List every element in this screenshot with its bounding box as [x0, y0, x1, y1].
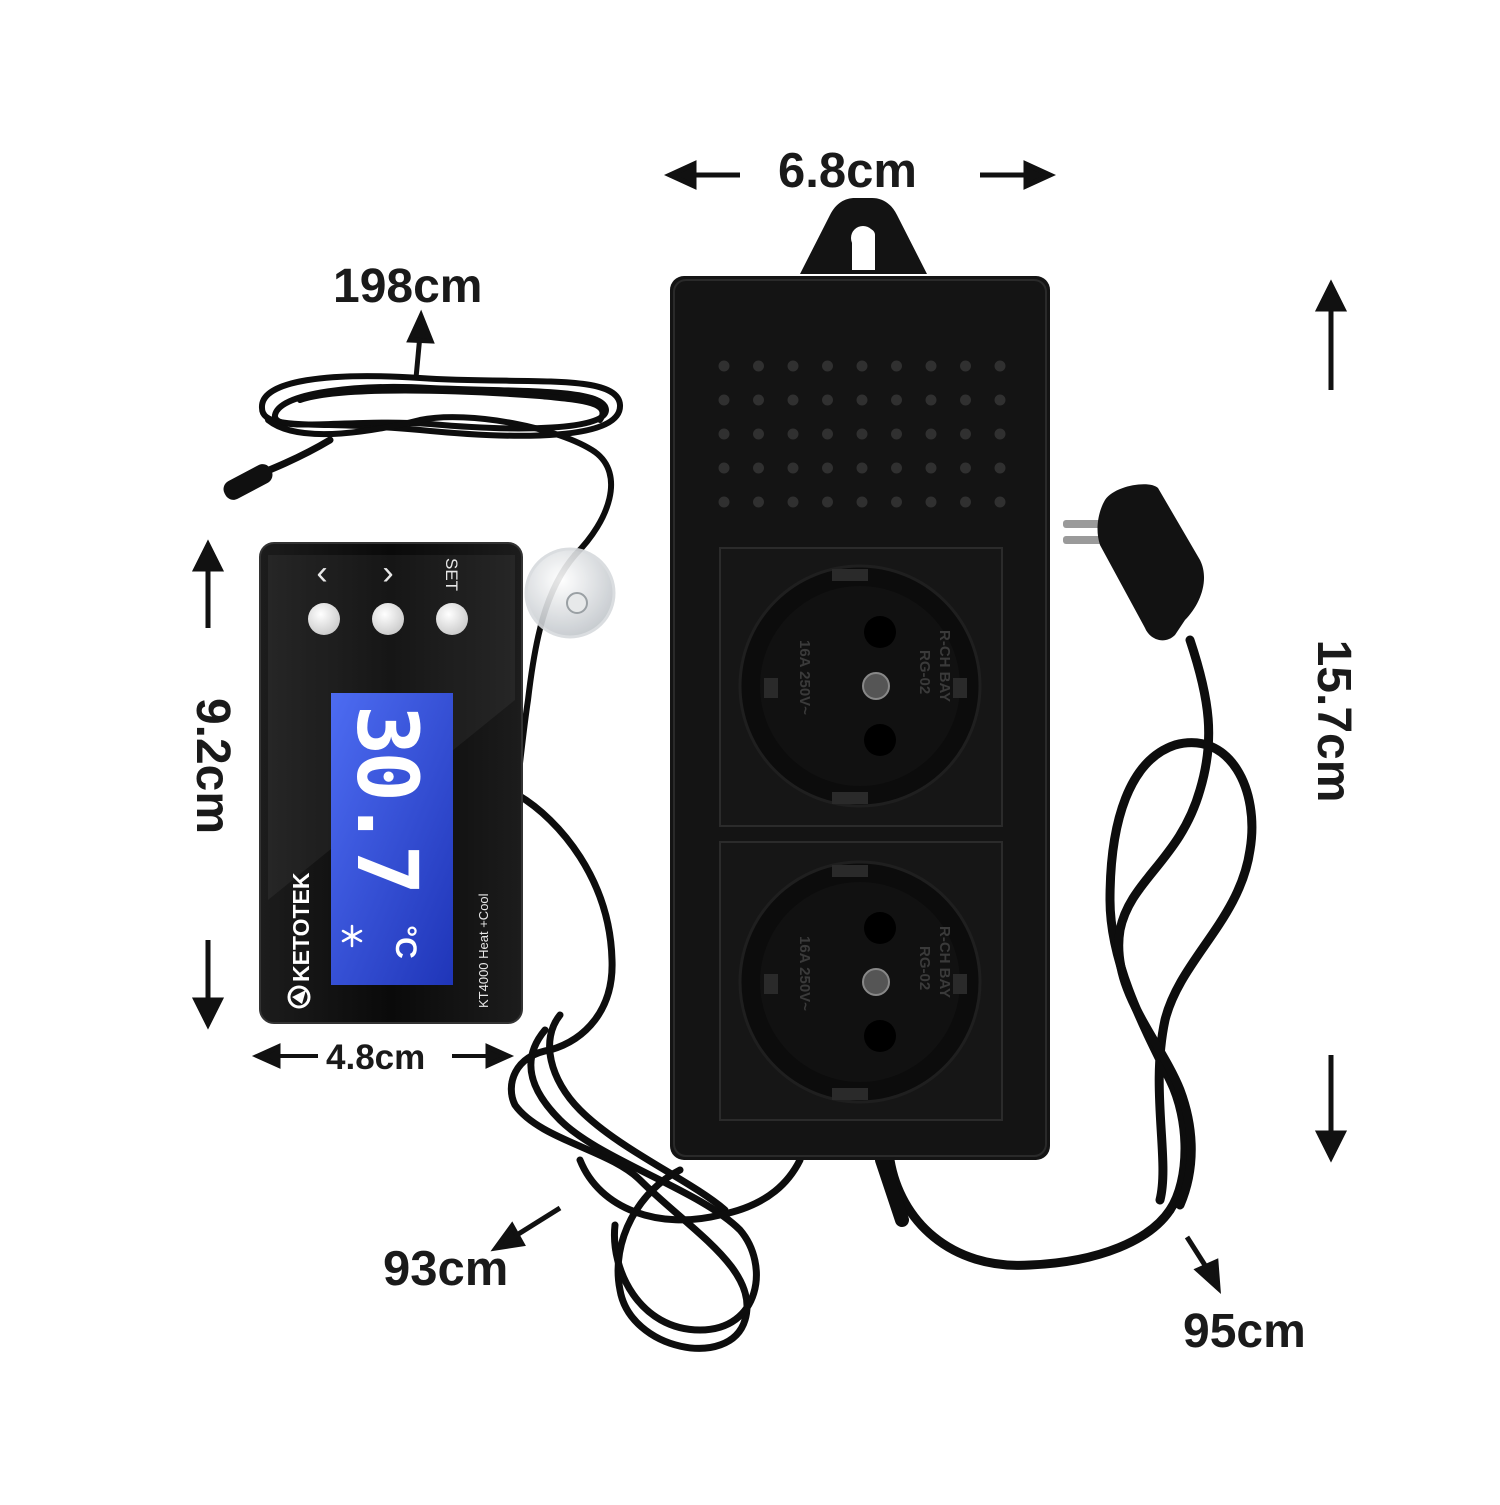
vent-hole — [856, 428, 868, 440]
vent-hole — [925, 462, 937, 474]
socket-width-label: 6.8cm — [778, 144, 917, 198]
vent-hole — [891, 394, 902, 406]
vent-hole — [822, 360, 833, 372]
vent-hole — [753, 462, 764, 474]
vent-hole — [891, 496, 902, 508]
vent-hole — [822, 428, 833, 440]
vent-hole — [753, 394, 764, 406]
outlet-2 — [719, 841, 1003, 1121]
vent-hole — [718, 428, 730, 440]
temperature-unit: °C — [389, 925, 422, 959]
outlet-1-text-3: 16A 250V~ — [796, 640, 813, 715]
power-cord-strain-relief — [875, 1153, 909, 1227]
button-left[interactable] — [308, 603, 340, 635]
vent-hole — [753, 496, 764, 508]
button-right[interactable] — [372, 603, 404, 635]
suction-cup — [524, 547, 616, 639]
vent-hole — [787, 394, 799, 406]
vent-hole — [753, 428, 764, 440]
vent-hole — [787, 360, 799, 372]
outlet-2-text-1: R-CH BAY — [936, 926, 953, 998]
vent-hole — [925, 394, 937, 406]
vent-hole — [787, 428, 799, 440]
outlet-2-text-3: 16A 250V~ — [796, 936, 813, 1011]
vent-hole — [718, 394, 730, 406]
vent-hole — [856, 360, 868, 372]
vent-hole — [856, 394, 868, 406]
socket-box: R-CH BAY RG-02 16A 250V~ R-CH BAY RG-02 … — [670, 198, 1050, 1160]
vent-hole — [891, 428, 902, 440]
vent-hole — [787, 496, 799, 508]
controller-left-symbol: ‹ — [316, 554, 327, 592]
outlet-2-text-2: RG-02 — [916, 946, 933, 990]
vent-hole — [856, 462, 868, 474]
vent-hole — [960, 360, 971, 372]
outlet-1 — [719, 547, 1003, 827]
vent-hole — [960, 496, 971, 508]
controller-right-symbol: › — [382, 554, 393, 592]
vent-hole — [856, 496, 868, 508]
vent-hole — [960, 462, 971, 474]
vent-hole — [753, 360, 764, 372]
vent-hole — [994, 496, 1006, 508]
temperature-reading: 30.7 — [338, 705, 436, 891]
power-plug — [1063, 484, 1205, 641]
sensor-probe — [223, 464, 273, 500]
controller-width-label: 4.8cm — [326, 1038, 426, 1077]
vent-hole — [994, 394, 1006, 406]
vent-hole — [994, 360, 1006, 372]
vent-holes — [718, 360, 1006, 508]
vent-hole — [925, 496, 937, 508]
vent-hole — [960, 428, 971, 440]
plug-cable-label: 95cm — [1183, 1305, 1306, 1358]
vent-hole — [718, 496, 730, 508]
controller-cable-label: 93cm — [383, 1242, 509, 1296]
controller: ‹ › SET 30.7 °C KETOTEK KT4000 Heat +Coo… — [259, 542, 523, 1024]
vent-hole — [822, 394, 833, 406]
power-cord — [885, 635, 1257, 1270]
vent-hole — [925, 360, 937, 372]
outlet-1-text-2: RG-02 — [916, 650, 933, 694]
vent-hole — [891, 462, 902, 474]
sensor-cable-label: 198cm — [333, 260, 483, 313]
vent-hole — [718, 462, 730, 474]
snowflake-icon — [341, 924, 363, 948]
dimension-arrows — [191, 160, 1348, 1295]
vent-hole — [925, 428, 937, 440]
vent-hole — [994, 428, 1006, 440]
controller-height-label: 9.2cm — [186, 697, 239, 835]
vent-hole — [787, 462, 799, 474]
brand-name: KETOTEK — [288, 872, 314, 982]
controller-set-label: SET — [442, 558, 461, 591]
model-name: KT4000 Heat +Cool — [476, 893, 491, 1008]
vent-hole — [891, 360, 902, 372]
outlet-1-text-1: R-CH BAY — [936, 630, 953, 702]
button-set[interactable] — [436, 603, 468, 635]
vent-hole — [822, 462, 833, 474]
vent-hole — [960, 394, 971, 406]
ketotek-logo — [287, 985, 311, 1009]
vent-hole — [994, 462, 1006, 474]
vent-hole — [718, 360, 730, 372]
socket-height-label: 15.7cm — [1307, 639, 1360, 803]
vent-hole — [822, 496, 833, 508]
controller-cable — [507, 791, 804, 1352]
